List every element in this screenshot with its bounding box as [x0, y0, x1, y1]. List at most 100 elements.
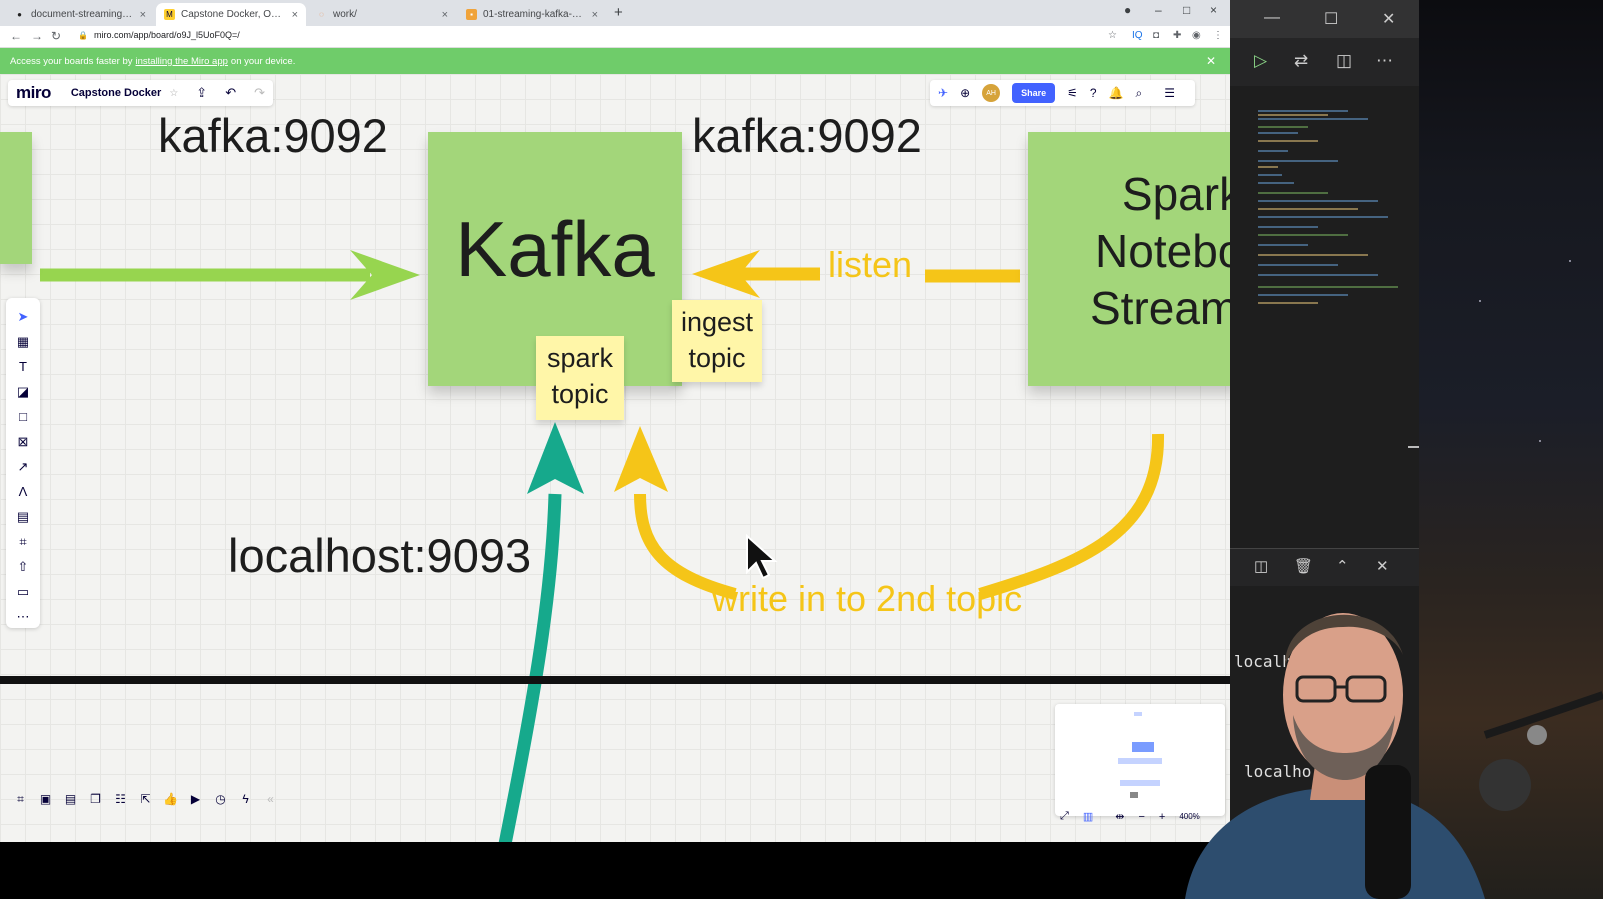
code-minimap[interactable] — [1258, 110, 1403, 320]
tab-github[interactable]: ● document-streaming/Kafka Con × — [6, 3, 154, 26]
timer-icon[interactable]: ◷ — [215, 792, 226, 806]
extensions-puzzle-icon[interactable]: ✚ — [1173, 30, 1182, 41]
url-field[interactable]: 🔒miro.com/app/board/o9J_l5UoF0Q=/ — [78, 30, 240, 40]
listen-label[interactable]: listen — [828, 244, 913, 285]
redo-icon[interactable]: ↷ — [254, 85, 266, 100]
screen-share-icon[interactable]: ❐ — [90, 792, 101, 806]
upload-icon[interactable]: ⇧ — [17, 559, 29, 574]
profile-dot-icon[interactable]: ● — [1124, 3, 1132, 17]
undo-icon[interactable]: ↶ — [225, 85, 237, 100]
forward-icon[interactable]: → — [31, 29, 43, 43]
miro-board-canvas[interactable]: Kafka Spark Noteboo Streamin spark topic… — [0, 74, 1230, 842]
close-tab-icon[interactable]: × — [591, 8, 598, 21]
zoom-in-button[interactable]: + — [1158, 810, 1166, 823]
minimize-button[interactable]: – — [1155, 3, 1162, 17]
close-window-button[interactable]: × — [1210, 3, 1218, 17]
close-tab-icon[interactable]: × — [441, 8, 448, 21]
spark-notebook-card[interactable]: Spark Noteboo Streamin — [1028, 132, 1230, 386]
share-button[interactable]: Share — [1012, 83, 1056, 103]
write-connector-right[interactable] — [978, 433, 1165, 600]
write-connector-left[interactable] — [634, 493, 737, 600]
zoom-level[interactable]: 400% — [1179, 812, 1200, 821]
extension-iq-icon[interactable]: IQ — [1132, 30, 1143, 41]
sticky-spark-topic[interactable]: spark topic — [536, 336, 624, 420]
text-tool-icon[interactable]: T — [19, 359, 27, 374]
reload-icon[interactable]: ↻ — [51, 29, 62, 43]
frame-x-icon[interactable]: ⊠ — [17, 434, 29, 449]
notifications-bell-icon[interactable]: 🔔 — [1108, 86, 1124, 100]
split-terminal-icon[interactable]: ◫ — [1254, 558, 1269, 575]
settings-sliders-icon[interactable]: ⚟ — [1067, 86, 1078, 100]
templates-icon[interactable]: ▦ — [16, 334, 30, 349]
frames-icon[interactable]: ⌗ — [17, 791, 24, 806]
compare-changes-icon[interactable]: ⇄ — [1294, 51, 1309, 70]
cards-icon[interactable]: ☷ — [115, 792, 126, 806]
minimap-block — [1134, 712, 1142, 716]
tab-miro[interactable]: M Capstone Docker, Online Whiteb × — [156, 3, 306, 26]
run-icon[interactable]: ▷ — [1254, 51, 1268, 70]
add-user-icon[interactable]: ⊕ — [960, 86, 971, 100]
left-partial-card[interactable] — [0, 132, 32, 264]
banner-close-icon[interactable]: ✕ — [1205, 54, 1216, 68]
close-tab-icon[interactable]: × — [139, 8, 146, 21]
close-panel-icon[interactable]: ✕ — [1376, 558, 1389, 575]
collapse-icon[interactable]: « — [267, 792, 274, 806]
host-label-localhost[interactable]: localhost:9093 — [228, 529, 532, 582]
vscode-maximize-button[interactable]: ☐ — [1324, 11, 1339, 28]
maximize-button[interactable]: □ — [1183, 3, 1191, 17]
host-label-left[interactable]: kafka:9092 — [158, 109, 388, 162]
split-editor-icon[interactable]: ◫ — [1336, 51, 1353, 70]
editor-scrollbar[interactable] — [1408, 446, 1419, 448]
frame-tool-icon[interactable]: ⌗ — [19, 534, 27, 549]
black-divider-line[interactable] — [0, 676, 1230, 684]
install-app-link[interactable]: installing the Miro app — [135, 55, 228, 67]
reactions-icon[interactable]: ✈ — [938, 86, 949, 100]
close-tab-icon[interactable]: × — [291, 8, 298, 21]
host-label-right[interactable]: kafka:9092 — [692, 109, 922, 162]
chevron-up-icon[interactable]: ⌃ — [1336, 558, 1349, 575]
shape-tool-icon[interactable]: □ — [19, 409, 27, 424]
search-icon[interactable]: ⌕ — [1135, 85, 1143, 100]
new-tab-button[interactable]: + — [614, 4, 623, 21]
browser-window: ● document-streaming/Kafka Con × M Capst… — [0, 0, 1230, 842]
trash-icon[interactable]: 🗑 — [1294, 558, 1314, 575]
miro-logo[interactable]: miro — [16, 83, 51, 102]
vscode-close-button[interactable]: ✕ — [1382, 11, 1396, 28]
presentation-icon[interactable]: ▣ — [39, 792, 52, 806]
help-icon[interactable]: ? — [1089, 86, 1097, 100]
write-label[interactable]: write in to 2nd topic — [712, 578, 1023, 619]
tab-notebook[interactable]: ▪ 01-streaming-kafka-src-dst - Ap × — [458, 3, 606, 26]
fit-to-screen-icon[interactable]: ⇹ — [1115, 811, 1125, 823]
avatar[interactable]: AH — [982, 84, 1001, 102]
voting-icon[interactable]: 👍 — [163, 792, 178, 806]
video-call-icon[interactable]: ▶ — [190, 792, 201, 806]
browser-menu-icon[interactable]: ⋮ — [1213, 30, 1223, 41]
launch-icon[interactable]: ⇱ — [140, 792, 151, 806]
star-icon[interactable]: ☆ — [169, 87, 179, 99]
map-toggle-icon[interactable]: ▥ — [1082, 811, 1094, 823]
board-name[interactable]: Capstone Docker — [70, 87, 162, 99]
board-menu-icon[interactable]: ☰ — [1164, 86, 1176, 100]
fullscreen-icon[interactable]: ⤢ — [1060, 810, 1069, 822]
connector-line-icon[interactable]: ↗ — [17, 459, 29, 474]
select-tool-icon[interactable]: ➤ — [17, 309, 29, 324]
teal-connector[interactable] — [498, 493, 562, 842]
embed-icon[interactable]: ▭ — [16, 584, 30, 599]
export-icon[interactable]: ⇪ — [196, 85, 208, 100]
profile-avatar-icon[interactable]: ◉ — [1192, 30, 1201, 41]
sticky-ingest-topic[interactable]: ingest topic — [672, 300, 762, 382]
extension-pocket-icon[interactable]: ◘ — [1153, 30, 1160, 41]
sticky-note-icon[interactable]: ◪ — [16, 384, 30, 399]
more-actions-icon[interactable]: ⋯ — [1376, 51, 1393, 70]
pen-tool-icon[interactable]: Λ — [18, 484, 28, 499]
zoom-out-button[interactable]: − — [1138, 810, 1145, 823]
tab-jupyter[interactable]: ◌ work/ × — [308, 3, 456, 26]
comments-icon[interactable]: ▤ — [64, 792, 77, 806]
bookmark-star-icon[interactable]: ☆ — [1108, 30, 1117, 41]
more-tools-icon[interactable]: ⋯ — [16, 609, 30, 624]
comment-icon[interactable]: ▤ — [16, 509, 30, 524]
vscode-minimize-button[interactable]: — — [1264, 9, 1280, 26]
lightning-icon[interactable]: ϟ — [242, 792, 249, 806]
board-minimap[interactable] — [1055, 704, 1225, 816]
back-icon[interactable]: ← — [10, 29, 22, 43]
